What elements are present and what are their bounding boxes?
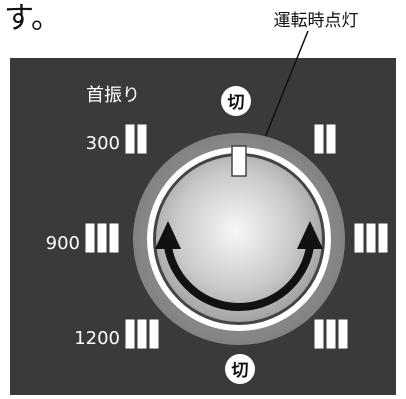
page-top-fragment: す。 <box>4 1 61 36</box>
rotary-knob[interactable] <box>156 156 322 322</box>
off-label-top: 切 <box>228 93 245 113</box>
indicator-segment <box>325 318 337 350</box>
indicator-segments-right-top <box>313 123 337 155</box>
indicator-segment <box>108 222 120 254</box>
indicator-segments-900 <box>84 222 120 254</box>
indicator-segment <box>136 318 148 350</box>
knob-pointer-notch <box>231 145 247 177</box>
indicator-segment <box>124 318 136 350</box>
callout-leader-line <box>259 30 309 151</box>
indicator-segment <box>313 318 325 350</box>
off-label-bottom: 切 <box>232 361 249 381</box>
indicator-segment <box>337 318 349 350</box>
indicator-segments-right-bottom <box>313 318 349 350</box>
indicator-segment <box>96 222 108 254</box>
indicator-segment <box>365 222 377 254</box>
indicator-segment <box>313 123 325 155</box>
off-marker-top <box>221 86 251 116</box>
indicator-segments-300 <box>124 123 148 155</box>
rotation-arrow-right-head <box>297 221 323 249</box>
indicator-segment <box>325 123 337 155</box>
indicator-segment <box>84 222 96 254</box>
indicator-segments-1200 <box>124 318 160 350</box>
off-marker-bottom <box>225 354 255 384</box>
indicator-segments-right-mid <box>353 222 389 254</box>
callout-label: 運転時点灯 <box>274 11 359 31</box>
rotation-arrow-left-head <box>155 221 181 249</box>
swing-label: 首振り <box>86 85 140 106</box>
indicator-segment <box>124 123 136 155</box>
timer-label-300: 300 <box>86 133 120 154</box>
timer-label-1200: 1200 <box>74 328 120 349</box>
timer-label-900: 900 <box>46 233 80 254</box>
rotation-arrow-arc <box>164 246 314 311</box>
indicator-segment <box>377 222 389 254</box>
indicator-segment <box>148 318 160 350</box>
indicator-segment <box>136 123 148 155</box>
indicator-segment <box>353 222 365 254</box>
